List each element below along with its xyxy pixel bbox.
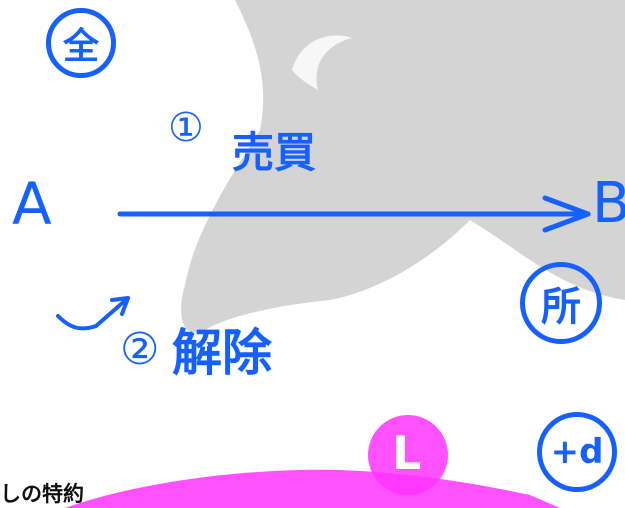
- fox-silhouette-icon: [181, 0, 625, 333]
- l-mark-highlight: [368, 415, 448, 495]
- bottom-caption: しの特約: [0, 482, 84, 506]
- plus-d-label: +d: [550, 432, 604, 472]
- arrow-right-icon: [542, 195, 591, 233]
- plus-d-circle: +d: [537, 412, 617, 492]
- party-a: A: [12, 170, 52, 238]
- l-mark: L: [392, 426, 422, 480]
- step1-number: ①: [168, 105, 204, 151]
- step1-word: 売買: [232, 128, 317, 177]
- check-arrow-icon: [56, 296, 130, 331]
- party-b: B: [592, 171, 625, 236]
- ear-highlight: [292, 35, 352, 90]
- sho-label: 所: [541, 284, 581, 330]
- step2-word: 解除: [172, 324, 272, 382]
- highlighter-stroke: [65, 469, 560, 508]
- zen-circle: 全: [46, 8, 116, 78]
- check-arrow-icon-head: [110, 296, 130, 316]
- sho-circle: 所: [520, 262, 602, 344]
- step2-number: ②: [120, 324, 160, 375]
- zen-label: 全: [62, 26, 99, 67]
